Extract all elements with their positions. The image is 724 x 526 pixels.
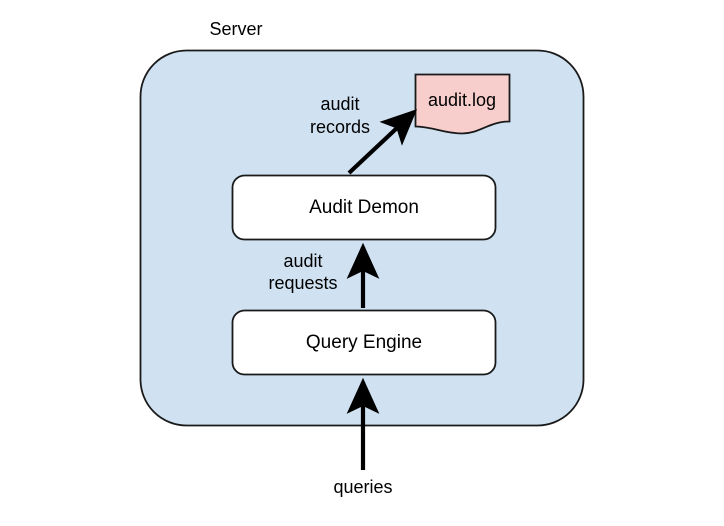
query-engine-label: Query Engine	[306, 332, 422, 353]
query-engine-node	[231, 309, 497, 376]
edge-audit-requests-label-line1: audit	[283, 251, 322, 271]
edge-audit-records-label-line2: records	[310, 117, 370, 137]
audit-demon-node	[231, 174, 497, 241]
audit-log-document	[414, 73, 511, 135]
edge-audit-records	[347, 109, 418, 175]
edge-audit-records-label-line1: audit	[320, 94, 359, 114]
audit-demon-label: Audit Demon	[309, 197, 419, 218]
edge-queries-label: queries	[333, 477, 392, 497]
server-container-label: Server	[209, 19, 262, 39]
edge-audit-requests-label-line2: requests	[268, 273, 337, 293]
audit-log-label: audit.log	[428, 90, 496, 110]
